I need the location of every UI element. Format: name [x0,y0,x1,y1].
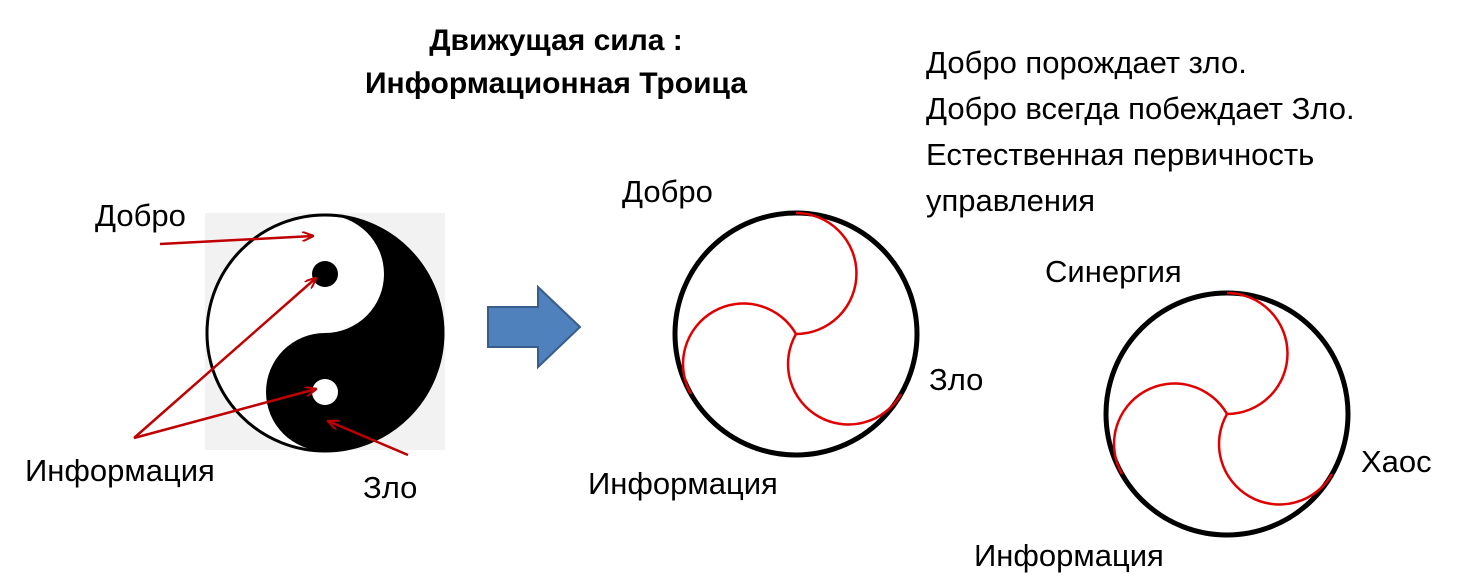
yang-dot [312,261,338,287]
yin-yang-image [205,213,445,453]
triad2-arc-right [1217,413,1334,506]
statement-3: Естественная первичность [926,137,1315,172]
title-line-2: Информационная Троица [364,67,748,100]
yinyang-evil-label: Зло [363,470,418,505]
arrow-good [159,236,313,246]
arrow-evil [328,421,409,457]
triad1-top-label: Добро [622,174,713,209]
triad1-right-label: Зло [929,362,984,397]
triad-circle-1 [672,210,920,458]
triad2-arc-left [1112,382,1229,475]
annotation-arrows [133,236,409,457]
yinyang-good-label: Добро [95,198,186,233]
triad1-arc-top [795,211,858,336]
arrow-info-1 [133,278,316,439]
yin-dot [312,379,338,405]
triad2-bottom-label: Информация [974,538,1164,573]
triad1-arc-left [681,302,798,395]
triad2-arc-top [1226,291,1289,416]
statement-2: Добро всегда побеждает Зло. [926,91,1355,126]
title-line-1: Движущая сила : [429,24,683,57]
statement-4: управления [926,183,1096,218]
triad1-bottom-label: Информация [588,466,778,501]
block-arrow [487,284,582,370]
yinyang-information-label: Информация [25,453,215,488]
triad2-right-label: Хаос [1361,444,1432,479]
triad2-top-label: Синергия [1045,254,1182,289]
arrow-info-2 [133,389,316,440]
statement-1: Добро порождает зло. [926,45,1247,80]
triad-circle-2 [1103,290,1351,538]
triad1-arc-right [786,333,903,426]
